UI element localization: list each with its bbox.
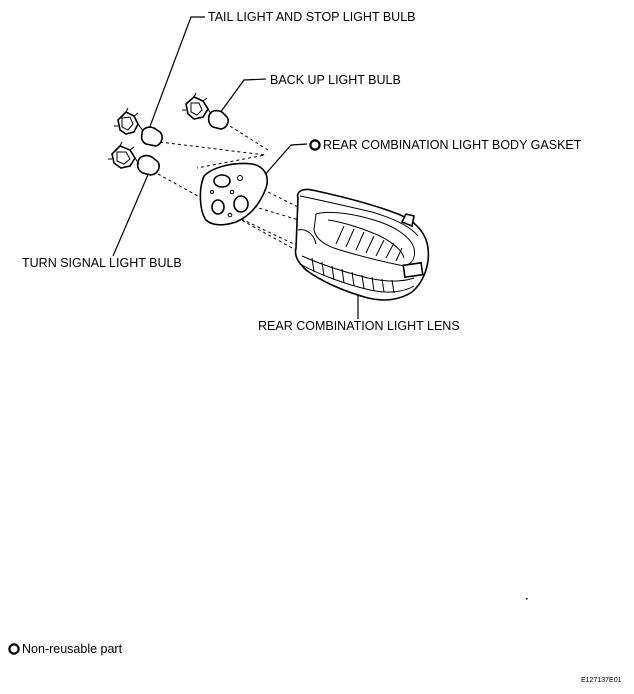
alignment-lines bbox=[157, 122, 304, 255]
leader-tail-stop-bulb bbox=[148, 16, 205, 130]
legend-text: Non-reusable part bbox=[22, 642, 123, 656]
label-tail-stop-bulb: TAIL LIGHT AND STOP LIGHT BULB bbox=[208, 10, 415, 24]
leader-turn-signal-bulb bbox=[112, 169, 151, 257]
alignment-line-gasket-upper bbox=[241, 202, 303, 222]
alignment-line-turn-signal bbox=[157, 173, 304, 255]
leader-back-up-bulb bbox=[219, 78, 267, 114]
lens-part bbox=[294, 188, 430, 301]
scan-speck bbox=[526, 598, 528, 600]
tail-stop-bulb-part bbox=[114, 107, 163, 147]
alignment-line-back-up bbox=[224, 122, 269, 151]
gasket-part bbox=[199, 162, 268, 226]
back-up-bulb-part bbox=[182, 92, 229, 130]
label-turn-signal-bulb: TURN SIGNAL LIGHT BULB bbox=[22, 256, 182, 270]
non-reusable-marker-icon bbox=[309, 139, 321, 151]
alignment-line-tail-stop bbox=[159, 141, 266, 169]
label-lens: REAR COMBINATION LIGHT LENS bbox=[258, 319, 460, 333]
turn-signal-bulb-part bbox=[108, 141, 160, 176]
legend-non-reusable-icon bbox=[8, 643, 20, 655]
label-gasket: REAR COMBINATION LIGHT BODY GASKET bbox=[323, 138, 582, 152]
leader-lines bbox=[112, 16, 359, 319]
label-back-up-bulb: BACK UP LIGHT BULB bbox=[270, 73, 401, 87]
figure-code: E127137E01 bbox=[581, 677, 622, 684]
leader-gasket bbox=[254, 143, 308, 187]
